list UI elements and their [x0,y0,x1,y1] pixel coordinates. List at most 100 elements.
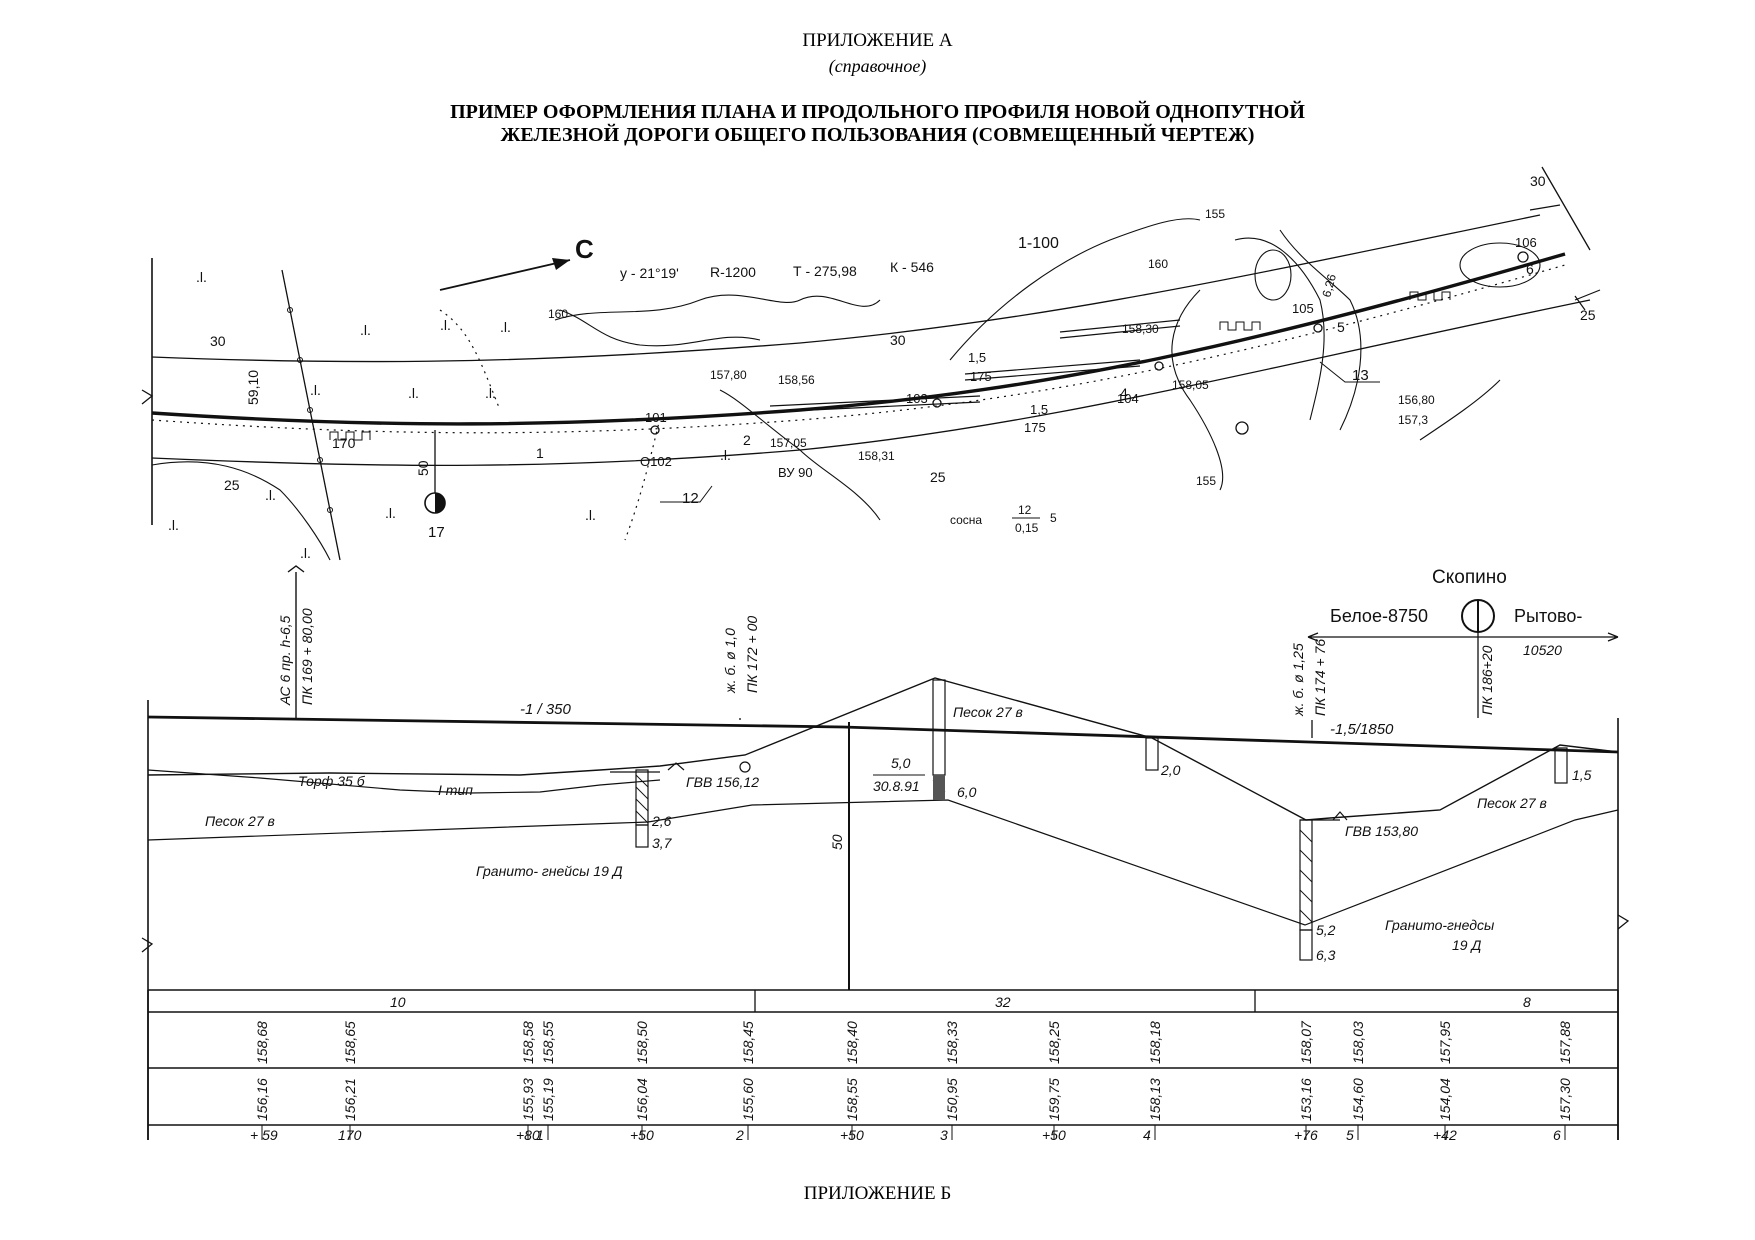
contour-line [719,389,881,521]
point-103: 103 [906,391,928,406]
contour-label: 155 [1205,207,1225,221]
contour-line [1419,379,1501,441]
design-elevation: 158,03 [1350,1021,1366,1064]
design-elevation: 158,33 [944,1021,960,1064]
segment-dividers [754,990,1256,1012]
picket-label: 3 [940,1127,948,1143]
pile-6: 6 [1526,261,1534,277]
contour-label: 155 [1196,474,1216,488]
borehole-depth: 1,5 [1572,767,1592,783]
contour-hill-2 [1459,242,1541,288]
borehole-date: 30.8.91 [873,778,920,794]
structure-label: ПК 169 + 80,00 [299,608,315,705]
picket-label: 6 [1553,1127,1561,1143]
plan-width-30: 30 [1530,173,1546,189]
svg-text:.l.: .l. [440,317,451,333]
picket-label: 1 [536,1127,544,1143]
structure-label: ж. б. ø 1,0 [722,628,738,694]
structure-label: ПК 172 + 00 [744,616,760,693]
svg-text:.l.: .l. [360,322,371,338]
ground-elevation: 156,04 [634,1078,650,1121]
svg-text:.l.: .l. [310,382,321,398]
picket-label: 5 [1346,1127,1354,1143]
pile-1: 1 [536,445,544,461]
elev-label: 6,26 [1319,272,1339,298]
station-left: Белое-8750 [1330,606,1428,626]
contour-160 [554,294,881,321]
gneiss-boundary [147,799,1619,926]
ground-elevation: 153,16 [1298,1078,1314,1121]
elev-label: 157,80 [710,368,747,382]
ground-elevation: 154,60 [1350,1078,1366,1121]
elev-label: 158,31 [858,449,895,463]
soil-label: Песок 27 в [205,813,275,829]
platform-edges [769,319,1181,413]
appendix-note: (справочное) [828,56,927,76]
pile-170: 170 [332,435,356,451]
row-line-north [151,214,1541,363]
ground-elevation: 157,30 [1557,1078,1573,1121]
borehole [932,679,946,776]
borehole-depth: 3,7 [652,835,673,851]
next-appendix-title: ПРИЛОЖЕНИЕ Б [803,1183,952,1204]
soil-label: 19 Д [1452,937,1481,953]
contour-label: 160 [1148,257,1168,271]
elev-label: 175 [1024,420,1046,435]
curve-tangent: Т - 275,98 [793,263,857,279]
pile-5: 5 [1337,319,1345,335]
elev-label: 158,05 [1172,378,1209,392]
plan-labels: С у - 21°19' R-1200 Т - 275,98 К - 546 1… [210,173,1596,541]
row-line-south [151,299,1591,467]
station-pk: ПК 186+20 [1479,645,1495,715]
station-distance-line [1307,632,1619,718]
north-label: С [575,234,594,264]
ground-elevation: 155,60 [740,1078,756,1121]
design-elevation: 158,25 [1046,1021,1062,1064]
north-arrow-icon [439,259,571,291]
road-line-left [151,461,331,561]
borehole-depth: 2,0 [1160,762,1181,778]
ground-elevation: 155,19 [540,1078,556,1121]
contour-line [559,309,761,347]
picket-label: + 59 [250,1127,278,1143]
borehole [1554,747,1568,784]
slope-hatching [329,291,1451,441]
plan-end-arrow [1574,289,1601,311]
contour-hill [1254,249,1292,301]
borehole-depth: 6,0 [957,784,977,800]
ground-elevation: 156,16 [254,1078,270,1121]
svg-text:.l.: .l. [265,487,276,503]
offset-label: 50 [829,834,845,850]
borehole-depth: 6,3 [1316,947,1336,963]
label-12: 12 [682,490,699,507]
tree-fraction: 0,15 [1015,521,1039,535]
culvert-label: ВУ 90 [778,465,813,480]
elev-label: 1,5 [1030,402,1048,417]
station-right: Рытово- [1514,606,1582,626]
soil-label: Торф 35 б [298,773,366,789]
gwl-label: ГВВ 156,12 [686,774,759,790]
peat-boundary [147,769,661,794]
pile-2: 2 [743,432,751,448]
slope-mark: 1-100 [1018,235,1059,252]
ground-elevation: 156,21 [342,1078,358,1121]
curve-angle: у - 21°19' [620,265,679,281]
plan-width-30: 30 [210,333,226,349]
ground-surface [147,677,1619,821]
leader-lines [660,361,1380,519]
design-elevation: 158,45 [740,1021,756,1064]
contour-line [1279,229,1362,431]
point-105: 105 [1292,301,1314,316]
design-elevation: 158,50 [634,1021,650,1064]
plan-end-marker [1529,166,1591,251]
grade-label: -1 / 350 [520,701,572,718]
vegetation-symbols: .l..l..l..l. .l..l..l. .l..l..l..l. .l..… [168,269,731,561]
break-marks [141,389,1630,953]
svg-text:.l.: .l. [500,319,511,335]
drawing-title-line-1: ПРИМЕР ОФОРМЛЕНИЯ ПЛАНА И ПРОДОЛЬНОГО ПР… [450,101,1305,123]
survey-mark-icon [1235,421,1249,435]
